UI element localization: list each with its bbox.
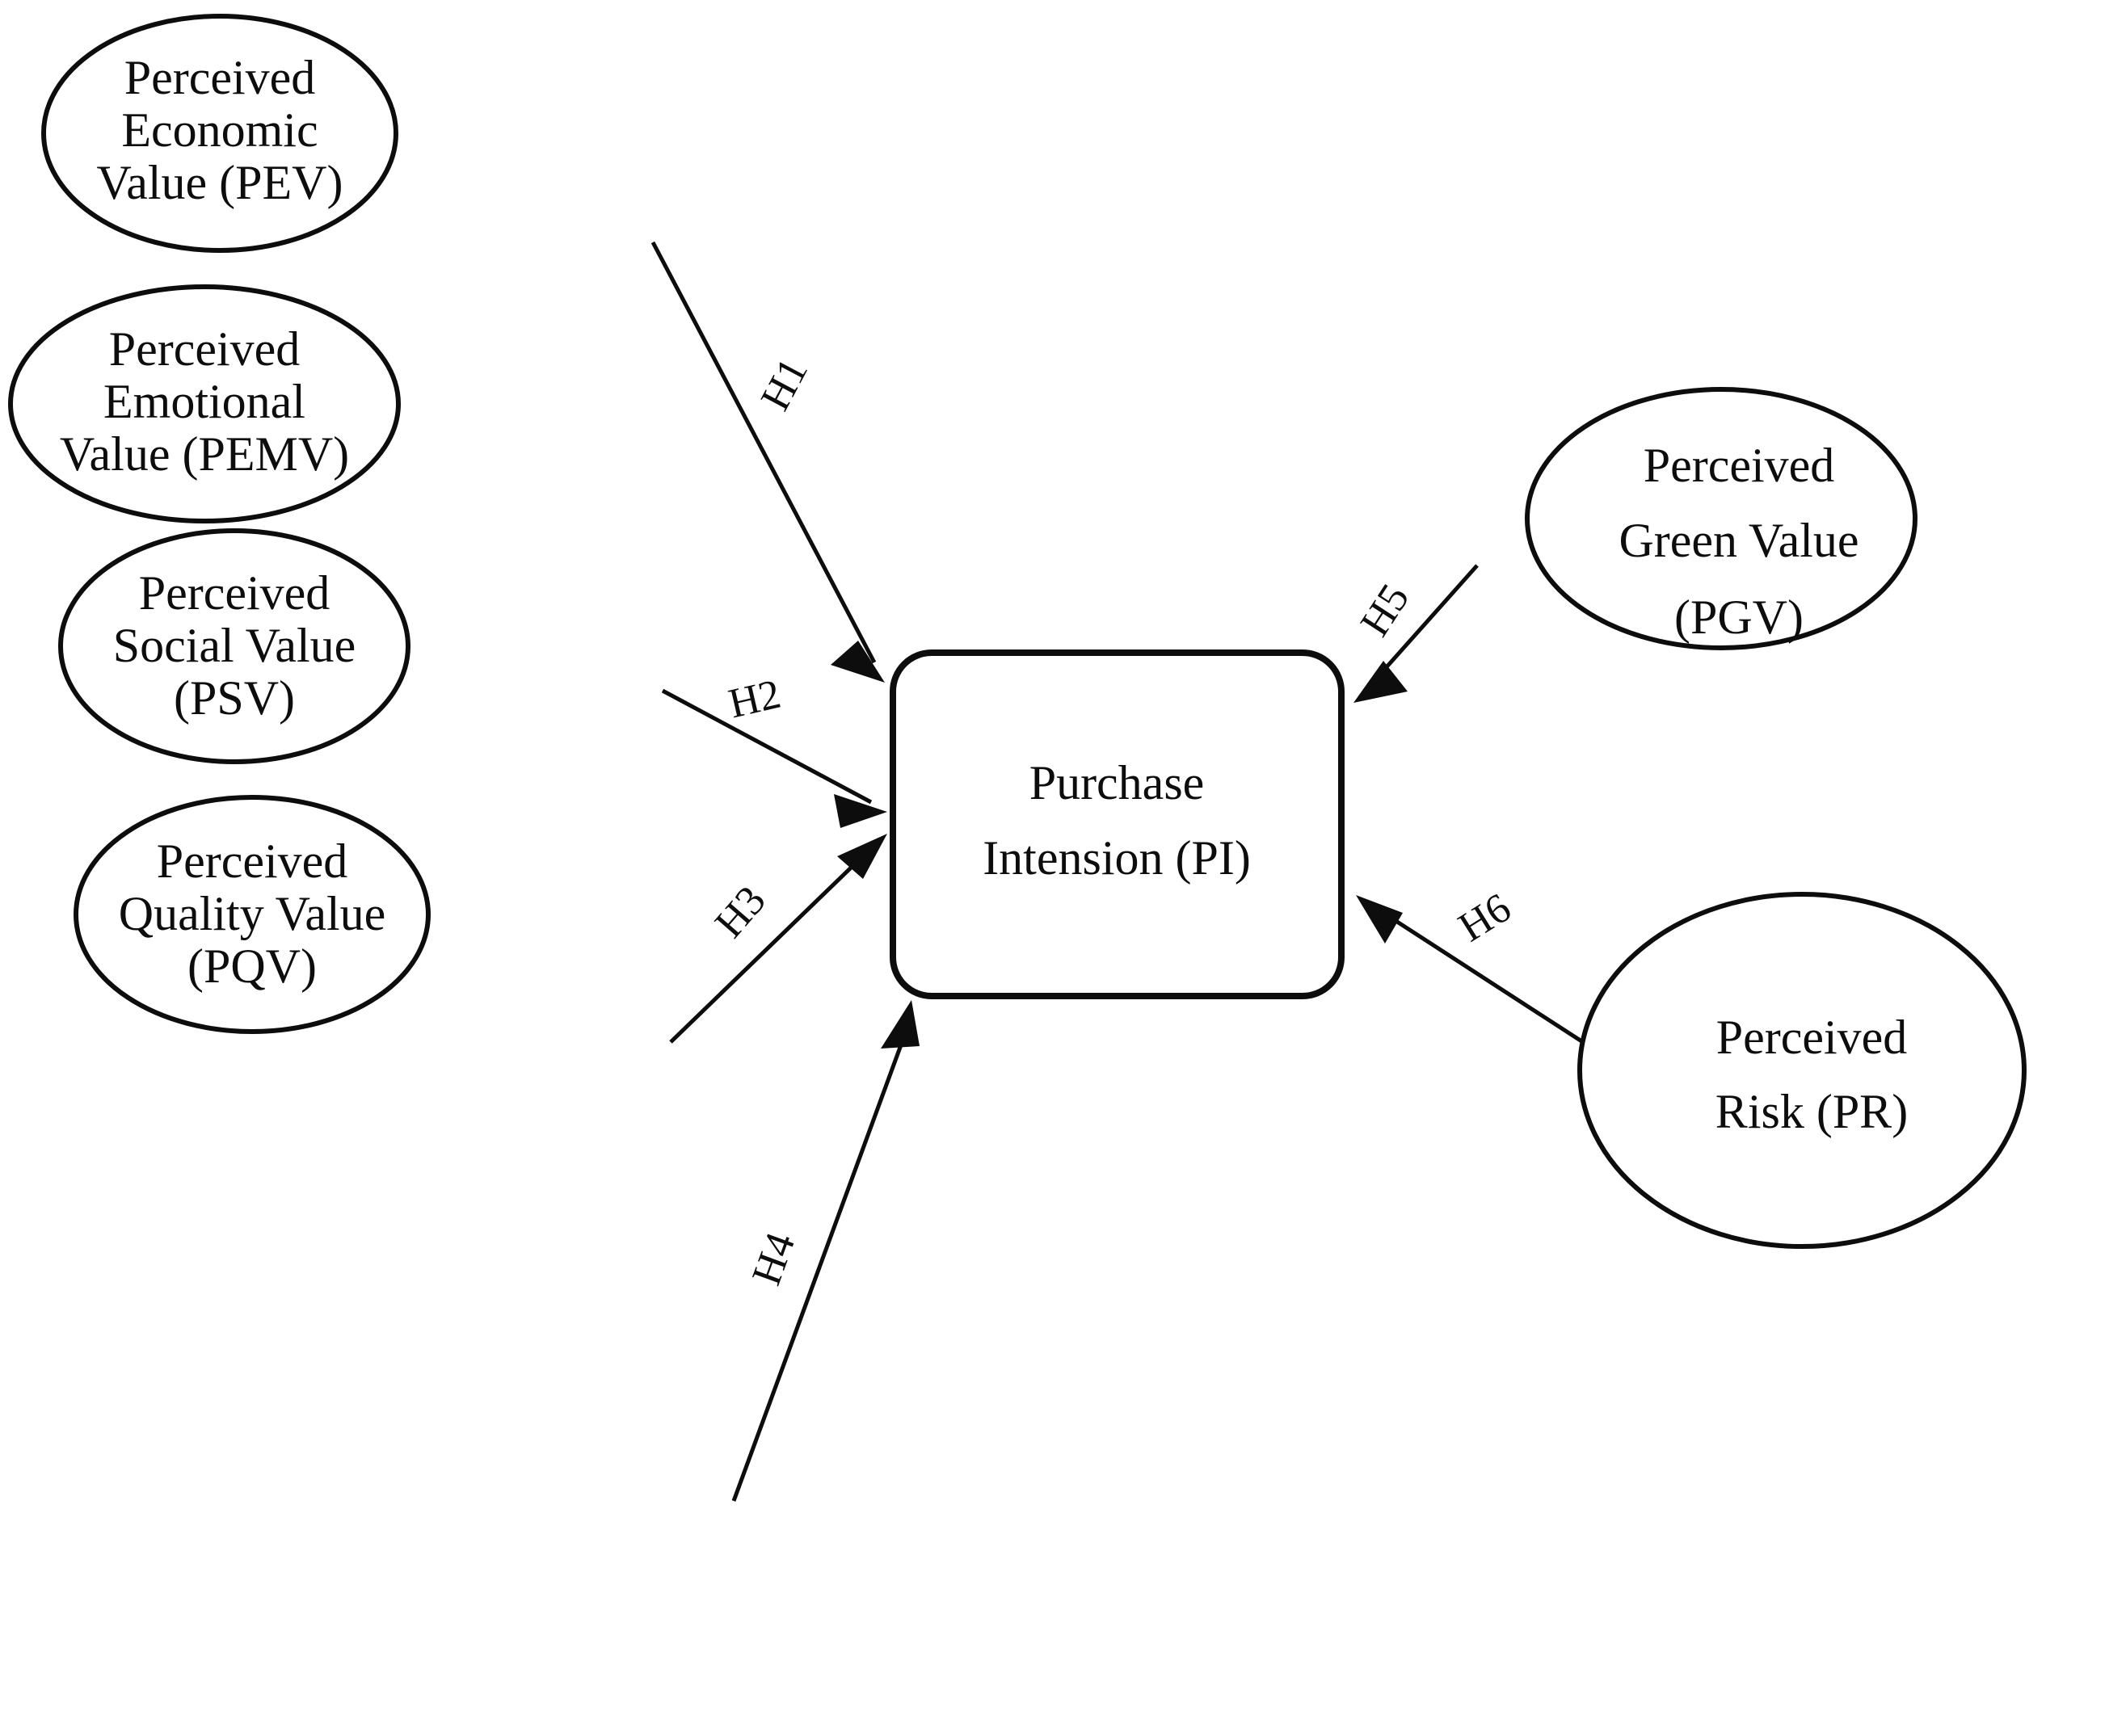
edge-h4-label: H4 (743, 1227, 804, 1291)
edge-h5-line (1376, 564, 1479, 679)
node-pgv-ellipse (1525, 387, 1917, 650)
node-pev-label-line3: Value (PEV) (97, 156, 343, 209)
edge-h3-arrowhead (837, 834, 887, 879)
node-pemv-ellipse (8, 284, 401, 523)
edge-h2[interactable]: H2 (661, 671, 887, 828)
node-pqv-label-line2: Quality Value (119, 887, 386, 940)
node-pqv-label-line3: (PQV) (187, 939, 317, 993)
node-pev[interactable]: Perceived Economic Value (PEV) (41, 14, 398, 253)
node-pev-label-line1: Perceived (124, 51, 316, 104)
node-pev-ellipse (41, 14, 398, 253)
edge-h3[interactable]: H3 (669, 834, 887, 1044)
node-pr-ellipse (1577, 892, 2027, 1249)
edge-h5[interactable]: H5 (1352, 564, 1479, 703)
edge-h1-line (650, 241, 877, 664)
node-pemv-label-line2: Emotional (103, 375, 305, 428)
node-pr[interactable]: Perceived Risk (PR) (1577, 892, 2027, 1249)
node-pemv-label-line3: Value (PEMV) (60, 427, 349, 481)
edge-h2-arrowhead (834, 794, 887, 828)
node-pr-label-line2: Risk (PR) (1715, 1085, 1908, 1138)
node-pi-box (890, 649, 1345, 999)
node-pi-label-line2: Intension (PI) (983, 831, 1251, 885)
edge-h4-arrowhead (881, 1000, 920, 1049)
node-pi[interactable]: Purchase Intension (PI) (890, 649, 1345, 999)
edge-h3-line (669, 847, 873, 1044)
edge-h6[interactable]: H6 (1356, 885, 1587, 1046)
node-pemv[interactable]: Perceived Emotional Value (PEMV) (8, 284, 401, 523)
node-psv-ellipse (58, 528, 410, 764)
node-pgv-label-line1: Perceived (1644, 439, 1835, 492)
node-psv-label-line3: (PSV) (174, 671, 295, 725)
edge-h4[interactable]: H4 (731, 1000, 920, 1502)
node-pr-label-line1: Perceived (1716, 1011, 1908, 1064)
node-pqv-ellipse (74, 795, 431, 1034)
node-psv-label-line1: Perceived (139, 566, 330, 620)
edge-h1[interactable]: H1 (650, 241, 885, 683)
node-psv-label-line2: Social Value (113, 619, 356, 672)
node-pgv[interactable]: Perceived Green Value (PGV) (1525, 387, 1917, 650)
edge-h1-label: H1 (752, 351, 817, 418)
edge-h2-label: H2 (725, 671, 785, 728)
edge-h4-line (731, 1033, 907, 1502)
node-pqv[interactable]: Perceived Quality Value (PQV) (74, 795, 431, 1034)
edge-h3-label: H3 (706, 877, 775, 946)
edge-h1-arrowhead (831, 641, 885, 683)
edge-h6-line (1382, 910, 1587, 1046)
node-pgv-label-line2: Green Value (1619, 514, 1859, 567)
edge-h6-label: H6 (1451, 885, 1519, 951)
node-psv[interactable]: Perceived Social Value (PSV) (58, 528, 410, 764)
node-pev-label-line2: Economic (121, 103, 318, 157)
node-pqv-label-line1: Perceived (157, 834, 348, 888)
edge-h2-line (661, 688, 873, 805)
edge-h5-label: H5 (1352, 576, 1418, 644)
node-pi-label-line1: Purchase (1029, 756, 1205, 809)
node-pgv-label-line3: (PGV) (1674, 591, 1804, 644)
edge-h6-arrowhead (1356, 895, 1403, 944)
node-pemv-label-line1: Perceived (109, 322, 301, 376)
edge-h5-arrowhead (1353, 661, 1408, 703)
